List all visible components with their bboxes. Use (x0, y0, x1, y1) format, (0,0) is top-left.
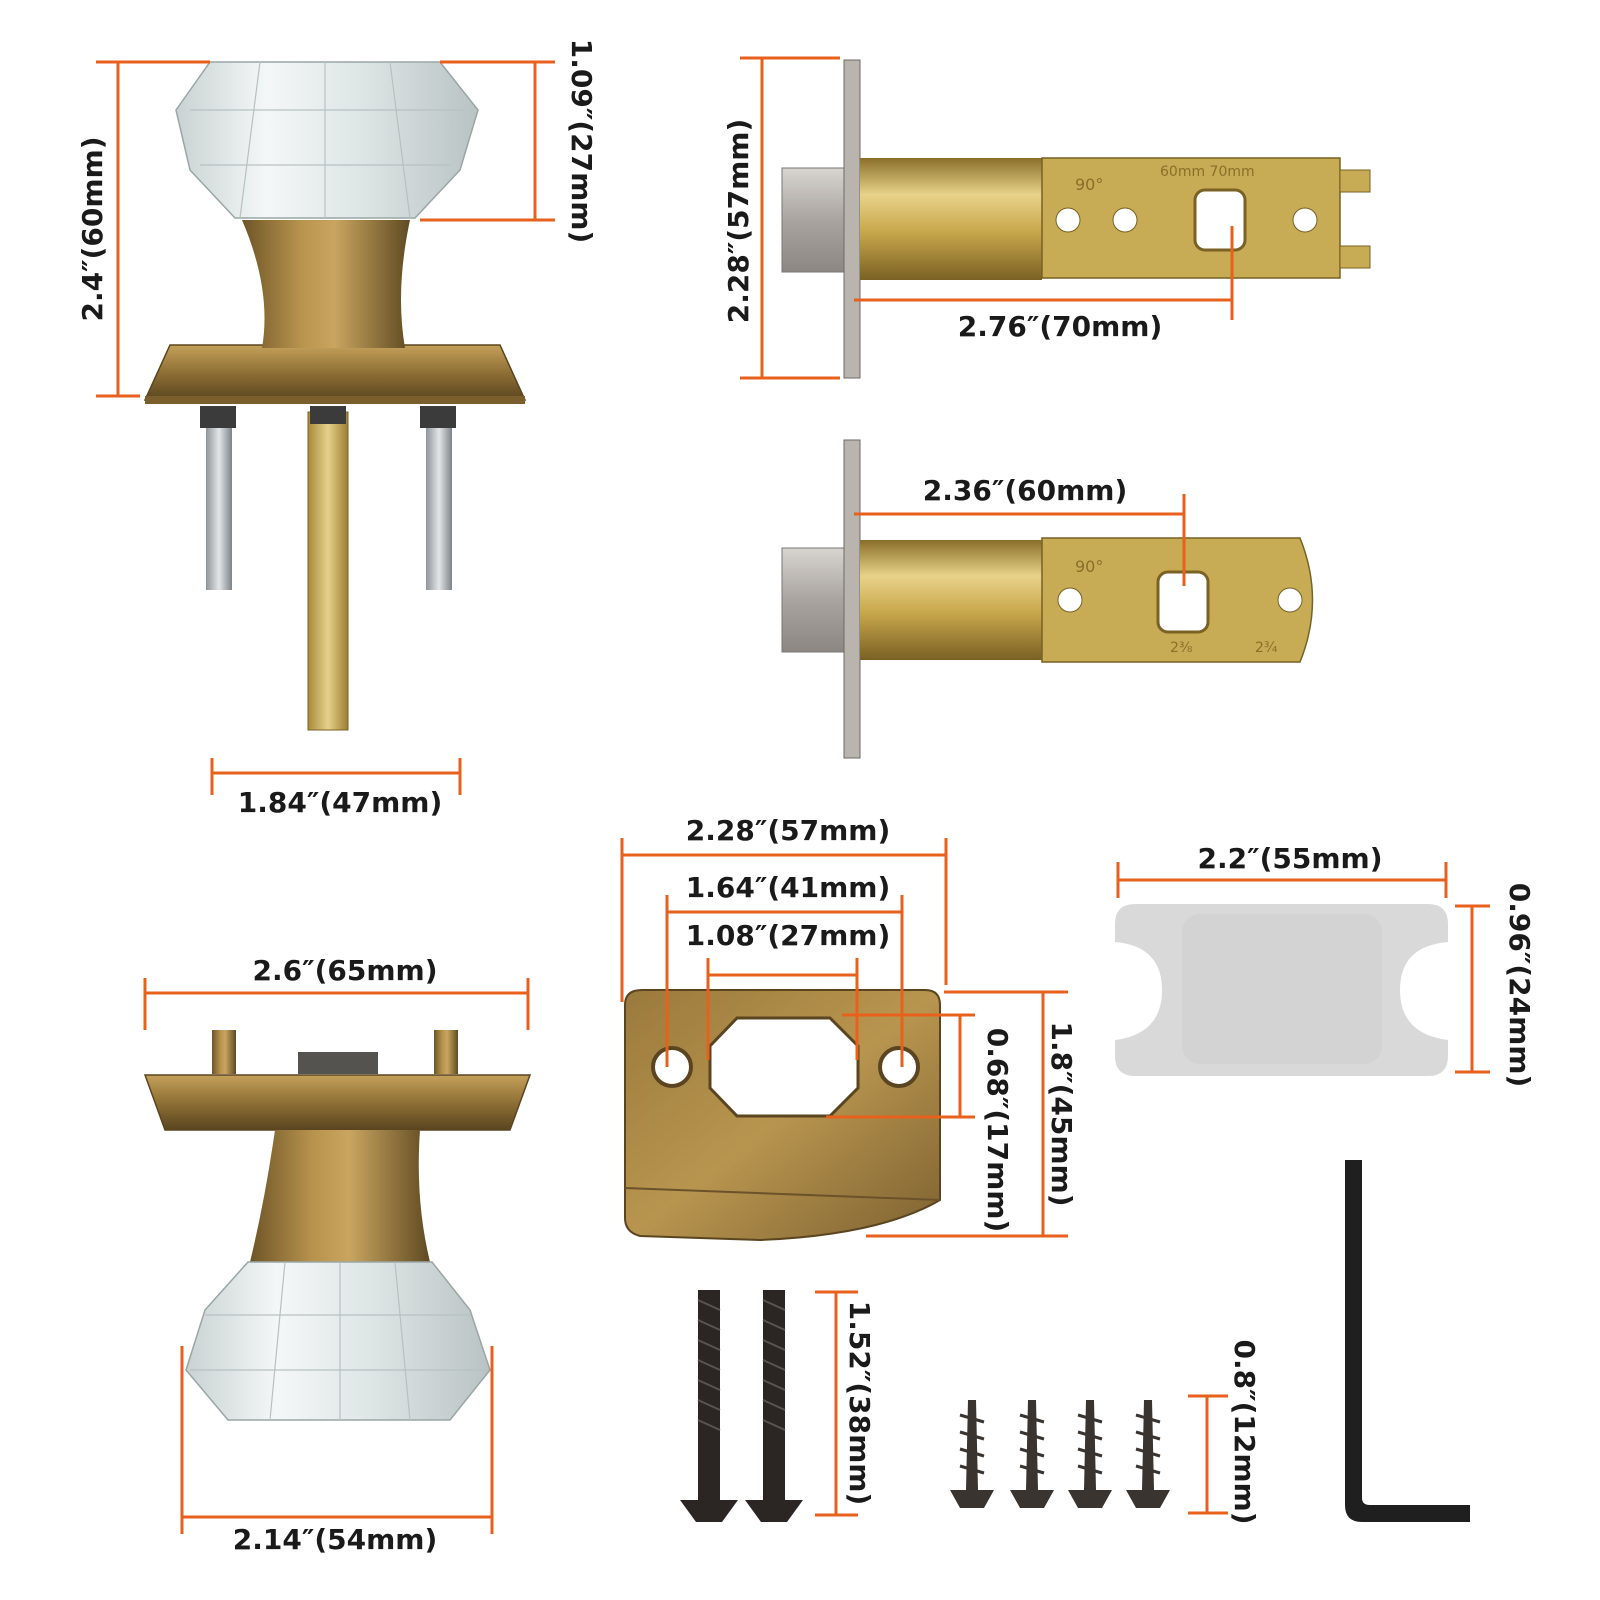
dim-strike-opening-height: 0.68″(17mm) (826, 1013, 1014, 1233)
label-spindle-spacing: 1.84″(47mm) (238, 786, 443, 819)
latch-tube (860, 158, 1042, 280)
latch-70mm: 60mm 70mm 90° (781, 59, 1371, 379)
dim-strike-opening-width: 1.08″(27mm) (686, 919, 891, 1060)
dim-backset-70: 2.76″(70mm) (854, 226, 1234, 343)
dim-glass-height: 1.09″(27mm) (420, 39, 598, 244)
short-screw-1 (950, 1400, 994, 1508)
knob-inverted (143, 1030, 532, 1421)
mounting-post-left (206, 420, 232, 590)
glass-knob-inverted (185, 1261, 491, 1421)
label-strike-hole-spacing: 1.64″(41mm) (686, 871, 891, 904)
label-strike-height: 1.8″(45mm) (1045, 1021, 1078, 1206)
latch-bolt (781, 167, 845, 273)
label-spacer-width: 2.2″(55mm) (1197, 842, 1382, 875)
latch-fraction-a: 2¾ (1255, 640, 1278, 656)
mounting-post-right (426, 420, 452, 590)
label-backset-60: 2.36″(60mm) (923, 474, 1128, 507)
dim-long-screw-length: 1.52″(38mm) (815, 1290, 876, 1517)
knob-upright (143, 61, 527, 731)
knob-neck (242, 220, 410, 348)
label-spacer-height: 0.96″(24mm) (1503, 883, 1536, 1088)
label-glass-diameter: 2.14″(54mm) (233, 1523, 438, 1556)
latch-60-angle-marking: 90° (1075, 557, 1103, 576)
dim-backset-60: 2.36″(60mm) (854, 474, 1186, 586)
dim-faceplate-height: 2.28″(57mm) (722, 56, 840, 380)
latch-fraction-b: 2⅜ (1170, 640, 1193, 656)
knob-neck-inverted (250, 1130, 430, 1262)
latch-faceplate (843, 59, 861, 379)
label-faceplate-height: 2.28″(57mm) (722, 119, 755, 324)
short-screw-3 (1068, 1400, 1112, 1508)
label-knob-height: 2.4″(60mm) (76, 136, 109, 321)
rose-plate (143, 344, 527, 401)
label-long-screw-length: 1.52″(38mm) (843, 1301, 876, 1506)
dim-rose-diameter: 2.6″(65mm) (143, 954, 530, 1030)
short-screws (950, 1400, 1170, 1508)
hex-key (1345, 1160, 1470, 1522)
strike-screw-hole-left (651, 1046, 693, 1088)
label-rose-diameter: 2.6″(65mm) (252, 954, 437, 987)
short-screw-2 (1010, 1400, 1054, 1508)
strike-screw-hole-right (878, 1046, 920, 1088)
square-spindle (307, 411, 349, 731)
glass-knob (175, 61, 479, 219)
strike-plate (624, 989, 941, 1242)
dim-strike-height: 1.8″(45mm) (866, 990, 1078, 1238)
dim-spacer-height: 0.96″(24mm) (1455, 883, 1536, 1088)
dim-knob-height: 2.4″(60mm) (76, 60, 210, 398)
latch-70-angle-marking: 90° (1075, 175, 1103, 194)
dim-strike-hole-spacing: 1.64″(41mm) (665, 871, 904, 1067)
label-strike-width: 2.28″(57mm) (686, 814, 891, 847)
label-short-screw-length: 0.8″(12mm) (1228, 1339, 1261, 1524)
label-strike-opening-height: 0.68″(17mm) (981, 1028, 1014, 1233)
rose-plate-inverted (143, 1074, 532, 1131)
dim-spacer-width: 2.2″(55mm) (1116, 842, 1448, 898)
label-strike-opening-width: 1.08″(27mm) (686, 919, 891, 952)
dim-strike-width: 2.28″(57mm) (620, 814, 948, 1002)
spacer-pad (1115, 904, 1448, 1076)
dim-spindle-spacing: 1.84″(47mm) (210, 758, 462, 819)
dim-glass-diameter: 2.14″(54mm) (180, 1346, 494, 1556)
dim-short-screw-length: 0.8″(12mm) (1188, 1339, 1261, 1525)
label-backset-70: 2.76″(70mm) (958, 310, 1163, 343)
latch-housing (1041, 157, 1341, 279)
latch-60mm: 90° 2¾ 2⅜ (781, 439, 1314, 759)
long-screws (680, 1290, 803, 1522)
strike-opening (708, 1016, 860, 1118)
latch-70-backset-marking: 60mm 70mm (1160, 164, 1255, 180)
short-screw-4 (1126, 1400, 1170, 1508)
label-glass-height: 1.09″(27mm) (565, 39, 598, 244)
